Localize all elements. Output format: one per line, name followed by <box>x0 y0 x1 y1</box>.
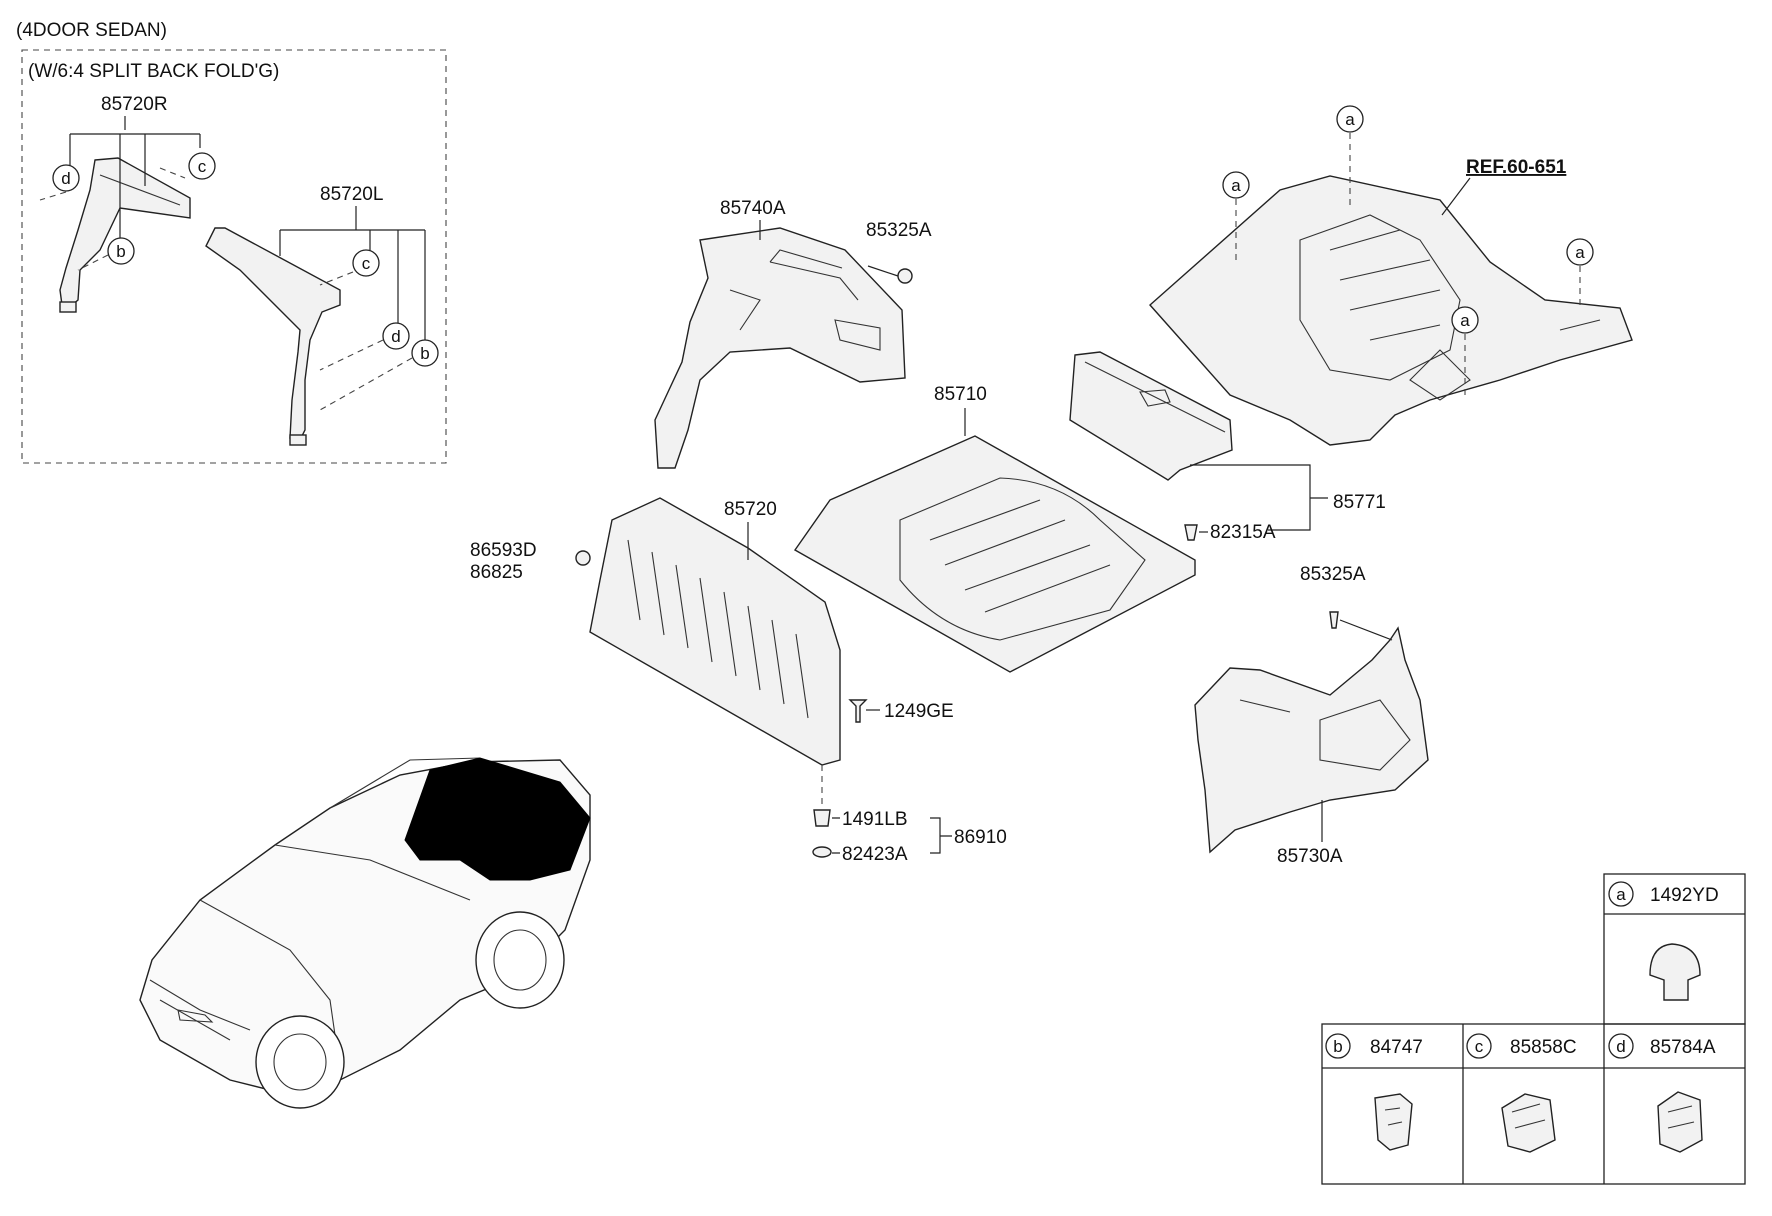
legend-a-letter: a <box>1616 885 1626 904</box>
fastener-1492YD-icon <box>1649 943 1701 1001</box>
label-85771: 85771 <box>1333 492 1386 513</box>
label-85710: 85710 <box>934 384 987 405</box>
clip-86593D <box>575 550 591 566</box>
part-ref-floor-panel[interactable] <box>1149 175 1633 446</box>
label-1249GE: 1249GE <box>884 701 954 722</box>
legend-b-letter: b <box>1333 1037 1342 1056</box>
svg-text:a: a <box>1460 311 1470 330</box>
label-86593D: 86593D <box>470 540 537 561</box>
part-85710[interactable] <box>793 435 1196 673</box>
part-85720R[interactable] <box>59 157 191 313</box>
label-85720R: 85720R <box>101 94 168 115</box>
vehicle-illustration <box>139 757 591 1109</box>
callout-b-inset-2: b <box>411 339 439 367</box>
callout-c-inset-1: c <box>188 152 216 180</box>
legend-cell-d: d 85784A <box>1608 1033 1716 1153</box>
clip-85325A-right <box>1329 611 1339 629</box>
svg-text:c: c <box>198 157 207 176</box>
legend-c-code: 85858C <box>1510 1037 1577 1058</box>
legend-d-code: 85784A <box>1650 1037 1716 1058</box>
label-82423A: 82423A <box>842 844 908 865</box>
svg-text:d: d <box>61 169 70 188</box>
part-85720L[interactable] <box>205 227 341 446</box>
clip-85858C-icon <box>1501 1093 1556 1153</box>
callout-a-floor-3: a <box>1566 238 1594 266</box>
screw-1249GE <box>848 699 868 723</box>
svg-text:b: b <box>116 242 125 261</box>
legend-cell-c: c 85858C <box>1466 1033 1577 1153</box>
clip-85784A-icon <box>1657 1091 1703 1153</box>
part-85771[interactable] <box>1069 351 1233 481</box>
clip-85325A-top <box>897 268 913 284</box>
part-85740A[interactable] <box>654 227 906 469</box>
label-ref-60-651[interactable]: REF.60-651 <box>1466 157 1567 178</box>
clip-84747-icon <box>1374 1093 1413 1151</box>
part-85720[interactable] <box>589 497 841 766</box>
part-85730A[interactable] <box>1194 626 1429 854</box>
label-85325A-right: 85325A <box>1300 564 1366 585</box>
clip-82315A <box>1184 524 1198 541</box>
callout-a-floor-4: a <box>1451 306 1479 334</box>
inset-box <box>21 49 447 464</box>
washer-82423A <box>812 846 832 858</box>
callout-c-inset-2: c <box>352 249 380 277</box>
label-85720L: 85720L <box>320 184 383 205</box>
label-85730A: 85730A <box>1277 846 1343 867</box>
label-82315A: 82315A <box>1210 522 1276 543</box>
label-85720: 85720 <box>724 499 777 520</box>
callout-a-floor-1: a <box>1336 105 1364 133</box>
option-title: (W/6:4 SPLIT BACK FOLD'G) <box>28 61 279 82</box>
legend-b-code: 84747 <box>1370 1037 1423 1058</box>
label-86910: 86910 <box>954 827 1007 848</box>
legend-cell-b: b 84747 <box>1325 1033 1423 1151</box>
svg-text:d: d <box>391 327 400 346</box>
label-85740A: 85740A <box>720 198 786 219</box>
svg-text:a: a <box>1575 243 1585 262</box>
legend-a-code: 1492YD <box>1650 885 1719 906</box>
callout-d-inset-2: d <box>382 322 410 350</box>
label-86825: 86825 <box>470 562 523 583</box>
label-1491LB: 1491LB <box>842 809 908 830</box>
callout-b-inset-1: b <box>107 237 135 265</box>
svg-text:a: a <box>1345 110 1355 129</box>
legend-c-letter: c <box>1475 1037 1484 1056</box>
callout-a-floor-2: a <box>1222 171 1250 199</box>
variant-title: (4DOOR SEDAN) <box>16 20 167 41</box>
svg-text:b: b <box>420 344 429 363</box>
svg-text:c: c <box>362 254 371 273</box>
legend-d-letter: d <box>1616 1037 1625 1056</box>
svg-text:a: a <box>1231 176 1241 195</box>
label-85325A-top: 85325A <box>866 220 932 241</box>
clip-1491LB <box>813 809 831 827</box>
callout-d-inset-1: d <box>52 164 80 192</box>
legend-table <box>1321 873 1746 1185</box>
legend-cell-a: a 1492YD <box>1608 881 1719 1001</box>
